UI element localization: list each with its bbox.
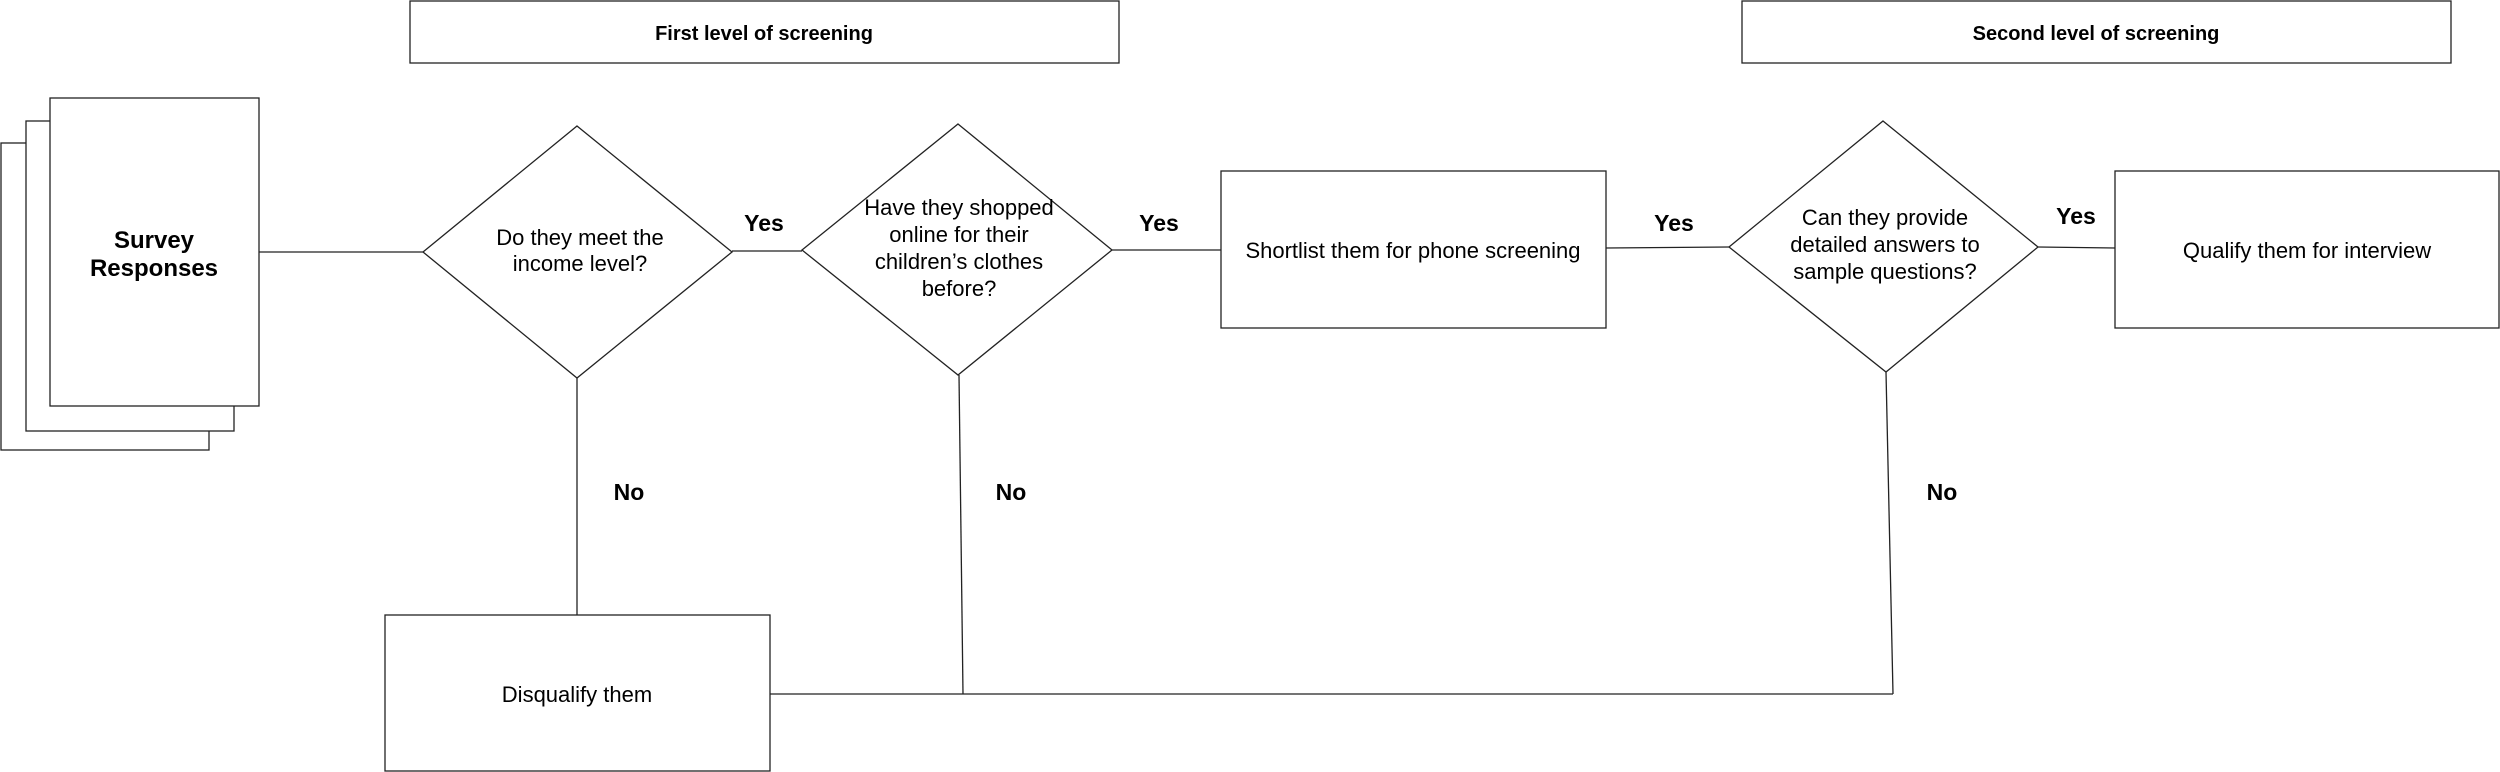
disqualify-step: Disqualify them bbox=[384, 614, 771, 772]
shopped-question-line2: online for their bbox=[889, 222, 1028, 247]
edge-label-no-income: No bbox=[614, 479, 645, 505]
survey-responses-label-line2: Responses bbox=[90, 255, 218, 282]
survey-responses-label-line1: Survey bbox=[114, 227, 195, 254]
connectors bbox=[259, 246, 2116, 695]
shortlist-box bbox=[1220, 170, 1607, 329]
second-level-header-box bbox=[1741, 0, 2452, 64]
connector-shopped-no bbox=[958, 374, 964, 695]
second-level-header-text: Second level of screening bbox=[1973, 23, 2220, 45]
answers-decision-diamond bbox=[1727, 120, 2040, 373]
first-level-header-text: First level of screening bbox=[655, 23, 873, 45]
survey-responses-stack: Survey Responses bbox=[0, 97, 260, 451]
shortlist-label: Shortlist them for phone screening bbox=[1245, 238, 1580, 263]
first-level-header: First level of screening bbox=[409, 0, 1120, 64]
disqualify-box bbox=[384, 614, 771, 772]
survey-sheet-front bbox=[49, 97, 260, 407]
disqualify-label: Disqualify them bbox=[502, 682, 652, 707]
edge-label-no-answers: No bbox=[1927, 479, 1958, 505]
edge-label-no-shopped: No bbox=[996, 479, 1027, 505]
answers-question-line3: sample questions? bbox=[1793, 259, 1976, 284]
shortlist-step: Shortlist them for phone screening bbox=[1220, 170, 1607, 329]
second-level-header: Second level of screening bbox=[1741, 0, 2452, 64]
qualify-step: Qualify them for interview bbox=[2114, 170, 2500, 329]
shopped-decision-diamond bbox=[800, 123, 1114, 376]
income-decision: Do they meet the income level? bbox=[421, 125, 734, 379]
edge-label-yes-shortlist: Yes bbox=[1654, 210, 1694, 236]
edge-labels: Yes Yes Yes Yes No No No bbox=[614, 203, 2096, 505]
qualify-label: Qualify them for interview bbox=[2183, 238, 2431, 263]
income-question-line2: income level? bbox=[513, 251, 648, 276]
connector-answers-to-qualify bbox=[2037, 246, 2116, 249]
edge-label-yes-income: Yes bbox=[744, 210, 784, 236]
connector-answers-no bbox=[1885, 371, 1894, 695]
connector-shortlist-to-answers bbox=[1605, 246, 1730, 249]
first-level-header-box bbox=[409, 0, 1120, 64]
answers-question-line2: detailed answers to bbox=[1790, 232, 1980, 257]
qualify-box bbox=[2114, 170, 2500, 329]
income-question-line1: Do they meet the bbox=[496, 225, 664, 250]
shopped-question-line3: children’s clothes bbox=[875, 249, 1043, 274]
shopped-question-line1: Have they shopped bbox=[864, 195, 1054, 220]
income-decision-diamond bbox=[421, 125, 734, 379]
shopped-question-line4: before? bbox=[922, 276, 997, 301]
answers-question-line1: Can they provide bbox=[1802, 205, 1968, 230]
edge-label-yes-shopped: Yes bbox=[1139, 210, 1179, 236]
edge-label-yes-answers: Yes bbox=[2056, 203, 2096, 229]
answers-decision: Can they provide detailed answers to sam… bbox=[1727, 120, 2040, 373]
shopped-decision: Have they shopped online for their child… bbox=[800, 123, 1114, 376]
